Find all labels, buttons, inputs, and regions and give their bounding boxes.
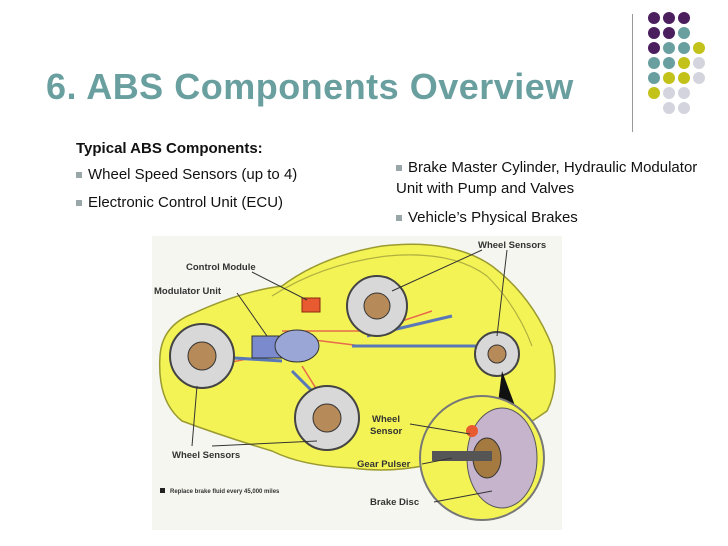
dot bbox=[678, 27, 690, 39]
bullet-item: Electronic Control Unit (ECU) bbox=[76, 194, 376, 211]
label-footnote: Replace brake fluid every 45,000 miles bbox=[170, 489, 280, 495]
label-modulator-unit: Modulator Unit bbox=[154, 286, 222, 297]
dot bbox=[663, 42, 675, 54]
bullet-square-icon bbox=[396, 215, 402, 222]
dot bbox=[693, 42, 705, 54]
dot bbox=[693, 72, 705, 84]
dot bbox=[693, 57, 705, 69]
label-gear-pulser: Gear Pulser bbox=[357, 459, 411, 470]
car-window bbox=[271, 254, 533, 347]
dot bbox=[678, 57, 690, 69]
bullet-item: Vehicle’s Physical Brakes bbox=[396, 207, 716, 228]
decorative-divider bbox=[632, 14, 633, 132]
wheel-front-left bbox=[169, 323, 235, 389]
dot bbox=[648, 72, 660, 84]
brake-detail-inset bbox=[419, 395, 545, 521]
bullet-square-icon bbox=[396, 165, 402, 172]
bullet-text: Wheel Speed Sensors (up to 4) bbox=[88, 166, 298, 183]
wheel-rear-left bbox=[346, 275, 408, 337]
dot bbox=[663, 72, 675, 84]
wheel-rear-right bbox=[474, 331, 520, 377]
dot bbox=[678, 102, 690, 114]
decorative-dot-grid bbox=[646, 10, 726, 120]
dot bbox=[648, 57, 660, 69]
control-module-box bbox=[301, 297, 321, 313]
left-column: Typical ABS Components: Wheel Speed Sens… bbox=[76, 140, 376, 222]
label-wheel-sensors-bottom: Wheel Sensors bbox=[172, 450, 240, 461]
label-wheel-sensors-top: Wheel Sensors bbox=[478, 240, 546, 251]
slide-title: 6. ABS Components Overview bbox=[46, 66, 574, 107]
dot bbox=[663, 12, 675, 24]
label-sensor: Sensor bbox=[370, 426, 403, 437]
dot bbox=[663, 87, 675, 99]
dot bbox=[678, 72, 690, 84]
bullet-item: Wheel Speed Sensors (up to 4) bbox=[76, 166, 376, 183]
bullet-square-icon bbox=[76, 171, 82, 178]
abs-car-diagram: Control Module Modulator Unit Wheel Sens… bbox=[152, 236, 562, 530]
bullet-text: Electronic Control Unit (ECU) bbox=[88, 194, 284, 211]
label-control-module: Control Module bbox=[186, 262, 256, 273]
dot bbox=[663, 27, 675, 39]
label-brake-disc: Brake Disc bbox=[370, 497, 419, 508]
dot bbox=[663, 102, 675, 114]
bullet-text: Vehicle’s Physical Brakes bbox=[408, 209, 578, 226]
car-illustration: Control Module Modulator Unit Wheel Sens… bbox=[154, 240, 556, 521]
components-heading: Typical ABS Components: bbox=[76, 140, 263, 157]
wheel-front-right bbox=[294, 385, 360, 451]
dot bbox=[678, 87, 690, 99]
dot bbox=[648, 12, 660, 24]
dot bbox=[678, 42, 690, 54]
dot bbox=[648, 42, 660, 54]
bullet-item: Brake Master Cylinder, Hydraulic Modulat… bbox=[396, 157, 716, 199]
dot bbox=[648, 27, 660, 39]
footnote-bullet-icon bbox=[160, 488, 165, 493]
dot bbox=[678, 12, 690, 24]
master-cylinder bbox=[274, 329, 320, 363]
right-column: Brake Master Cylinder, Hydraulic Modulat… bbox=[396, 157, 716, 236]
bullet-text: Brake Master Cylinder, Hydraulic Modulat… bbox=[396, 159, 698, 197]
leader-lines bbox=[191, 249, 508, 503]
label-wheel: Wheel bbox=[372, 414, 400, 425]
dot bbox=[648, 87, 660, 99]
dot bbox=[663, 57, 675, 69]
bullet-square-icon bbox=[76, 199, 82, 206]
